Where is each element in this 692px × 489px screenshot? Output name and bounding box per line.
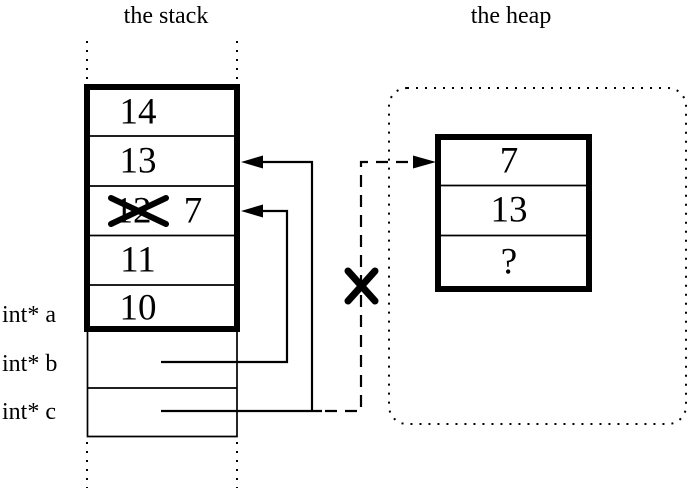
pointer-variable-cells-outline (86, 332, 238, 438)
old-value-cross-out-x (108, 195, 169, 227)
pointer-c-arrowhead (241, 155, 263, 169)
heap-cell-value: 7 (499, 140, 519, 182)
pointer-b-arrow-line (161, 209, 289, 364)
heap-block-box (435, 134, 592, 292)
stack-cell-new-value: 7 (183, 190, 203, 232)
heap-cell-value: 13 (490, 189, 528, 231)
pointer-b-arrowhead (241, 204, 263, 218)
dangling-pointer-arrowhead (413, 155, 436, 169)
pointer-variable-label-b: int* b (2, 351, 58, 377)
heap-region-dotted-outline (388, 87, 687, 425)
stack-cell-value: 14 (119, 91, 157, 133)
stack-frame-box (84, 84, 240, 332)
pointer-c-arrow-line (161, 160, 322, 413)
pointer-variable-label-c: int* c (2, 399, 56, 425)
dangling-pointer-dashed-line (325, 160, 414, 413)
stack-title: the stack (123, 3, 209, 29)
stack-cell-value-crossed: 12 (114, 190, 152, 232)
stack-cell-value: 10 (119, 287, 157, 329)
heap-title: the heap (470, 3, 552, 29)
dangling-pointer-x-mark (344, 267, 379, 305)
pointer-variable-label-a: int* a (2, 302, 56, 328)
heap-cell-value: ? (500, 241, 518, 283)
stack-cell-value: 11 (120, 239, 156, 281)
stack-cell-value: 13 (119, 140, 157, 182)
